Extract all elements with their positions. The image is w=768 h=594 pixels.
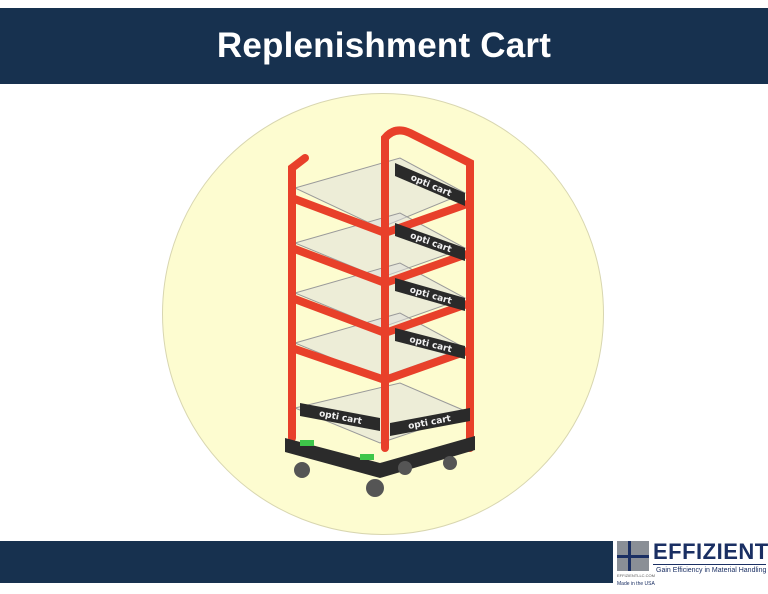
cart-wheels	[294, 456, 457, 497]
logo-divider	[653, 564, 766, 565]
logo-url: EFFIZIENTLLC.COM	[617, 573, 656, 578]
slide-title: Replenishment Cart	[216, 26, 552, 65]
logo-name: EFFIZIENT	[653, 539, 768, 564]
cart-base	[285, 436, 475, 478]
front-tag	[360, 454, 374, 460]
made-in-usa: Made in the USA	[617, 581, 655, 587]
front-tag	[300, 440, 314, 446]
effizient-logo: EFFIZIENTLLC.COM EFFIZIENT Gain Efficien…	[613, 537, 768, 594]
logo-tagline: Gain Efficiency in Material Handling	[656, 567, 767, 574]
replenishment-cart-image: opti cart opti cart opti cart opti cart …	[285, 126, 475, 497]
opti-cart-label-plates	[300, 163, 470, 436]
title-bar: Replenishment Cart	[0, 8, 768, 84]
logo-mark-icon	[617, 541, 649, 571]
